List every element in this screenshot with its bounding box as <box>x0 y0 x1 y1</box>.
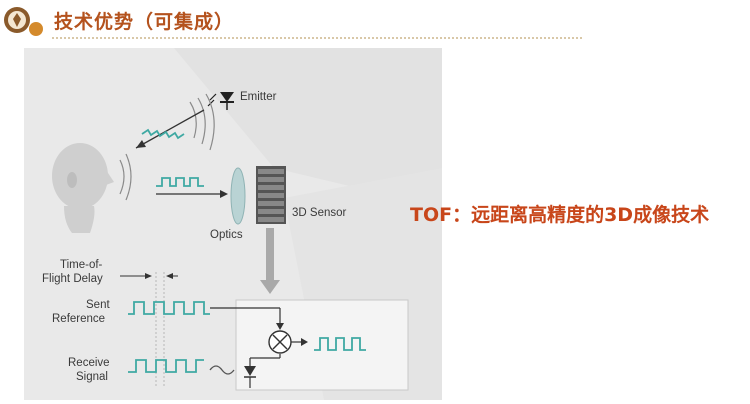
reflected-signal-wave <box>156 177 204 187</box>
slide-title: 技术优势（可集成） <box>54 11 235 33</box>
3d-sensor-icon <box>256 166 286 224</box>
mixed-output-wave <box>314 337 366 351</box>
sensor-label: 3D Sensor <box>292 207 347 219</box>
receive-signal-wave <box>128 359 204 373</box>
sent-label-line2: Reference <box>52 313 105 325</box>
tof-diagram-panel: Emitter Optics 3D Sensor <box>24 48 442 400</box>
tof-diagram: Emitter Optics 3D Sensor <box>42 48 442 400</box>
tof-delay-label-line1: Time-of- <box>60 259 103 271</box>
mixer-icon <box>268 330 292 354</box>
receive-label-line1: Receive <box>68 357 110 369</box>
receive-label-line2: Signal <box>76 371 108 383</box>
emitter-label: Emitter <box>240 91 277 103</box>
emitter-icon <box>207 92 234 110</box>
optics-label: Optics <box>210 229 243 241</box>
slide-header: 技术优势（可集成） <box>0 0 750 40</box>
tof-tagline: TOF：远距离高精度的3D成像技术 <box>410 204 710 226</box>
tof-delay-label-line2: Flight Delay <box>42 273 103 285</box>
company-logo-icon <box>4 7 43 36</box>
title-divider <box>52 37 582 39</box>
sent-reference-wave <box>128 301 210 315</box>
demodulation-circuit-box <box>235 299 409 391</box>
optics-lens-icon <box>230 167 246 225</box>
sent-label-line1: Sent <box>86 299 110 311</box>
head-silhouette-icon <box>52 143 114 233</box>
emitted-signal-wave <box>141 128 185 140</box>
photodiode-icon <box>244 357 260 388</box>
